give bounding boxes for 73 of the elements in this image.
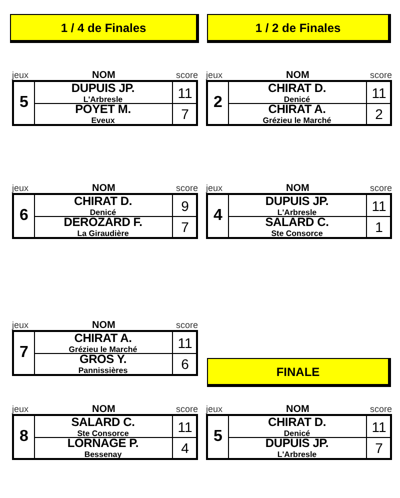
club-name: Pannissières (78, 366, 128, 375)
section-heading: FINALE (207, 358, 391, 387)
score: 11 (372, 418, 386, 434)
club-name: L'Arbresle (277, 450, 317, 459)
game-number: 5 (14, 82, 35, 124)
column-header: score (176, 70, 198, 80)
column-header: score (370, 70, 392, 80)
club-name: Ste Consorce (271, 229, 323, 238)
column-header: jeux (12, 183, 29, 193)
column-header: NOM (286, 404, 310, 415)
player-name: CHIRAT A. (268, 102, 326, 116)
club-name: Denicé (284, 95, 310, 104)
player-name: DUPUIS JP. (265, 436, 329, 450)
game-number: 2 (208, 82, 229, 124)
game-number: 5 (208, 416, 229, 458)
column-header: NOM (92, 70, 116, 81)
section-heading: 1 / 2 de Finales (207, 14, 391, 43)
club-name: Denicé (284, 429, 310, 438)
club-name: L'Arbresle (83, 95, 123, 104)
game-number: 4 (208, 195, 229, 237)
score: 9 (181, 198, 189, 214)
club-name: Eveux (91, 116, 115, 125)
score: 7 (181, 218, 189, 234)
column-header: jeux (206, 404, 223, 414)
column-header: NOM (92, 183, 116, 194)
club-name: La Giraudière (77, 229, 129, 238)
player-name: CHIRAT D. (268, 415, 326, 429)
player-name: DEROZARD F. (64, 215, 142, 229)
score: 11 (178, 84, 192, 100)
column-header: NOM (286, 183, 310, 194)
game-number: 8 (14, 416, 35, 458)
player-name: DUPUIS JP. (71, 81, 135, 95)
player-name: CHIRAT A. (74, 331, 132, 345)
player-name: SALARD C. (265, 215, 329, 229)
player-name: CHIRAT D. (74, 194, 132, 208)
score: 2 (375, 106, 383, 122)
player-name: LORNAGE P. (67, 436, 139, 450)
column-header: NOM (92, 404, 116, 415)
score: 7 (181, 106, 189, 122)
section-heading: 1 / 4 de Finales (10, 14, 199, 43)
score: 11 (178, 334, 192, 350)
column-header: score (176, 183, 198, 193)
column-header: score (370, 404, 392, 414)
club-name: Grézieu le Marché (262, 116, 332, 125)
column-header: score (176, 320, 198, 330)
club-name: L'Arbresle (277, 208, 317, 217)
score: 7 (375, 440, 383, 456)
club-name: Grézieu le Marché (68, 345, 138, 354)
column-header: jeux (12, 70, 29, 80)
player-name: DUPUIS JP. (265, 194, 329, 208)
score: 6 (181, 356, 189, 372)
column-header: jeux (12, 320, 29, 330)
game-number: 7 (14, 332, 35, 374)
score: 11 (372, 84, 386, 100)
club-name: Denicé (90, 208, 116, 217)
score: 11 (178, 418, 192, 434)
column-header: NOM (92, 320, 116, 331)
column-header: score (176, 404, 198, 414)
player-name: SALARD C. (71, 415, 135, 429)
column-header: score (370, 183, 392, 193)
player-name: GROS Y. (79, 352, 127, 366)
club-name: Bessenay (84, 450, 122, 459)
game-number: 6 (14, 195, 35, 237)
score: 1 (375, 218, 383, 234)
player-name: CHIRAT D. (268, 81, 326, 95)
column-header: jeux (206, 70, 223, 80)
column-header: NOM (286, 70, 310, 81)
score: 4 (181, 440, 189, 456)
club-name: Ste Consorce (77, 429, 129, 438)
column-header: jeux (206, 183, 223, 193)
player-name: POYET M. (75, 102, 131, 116)
column-header: jeux (12, 404, 29, 414)
score: 11 (372, 198, 386, 214)
